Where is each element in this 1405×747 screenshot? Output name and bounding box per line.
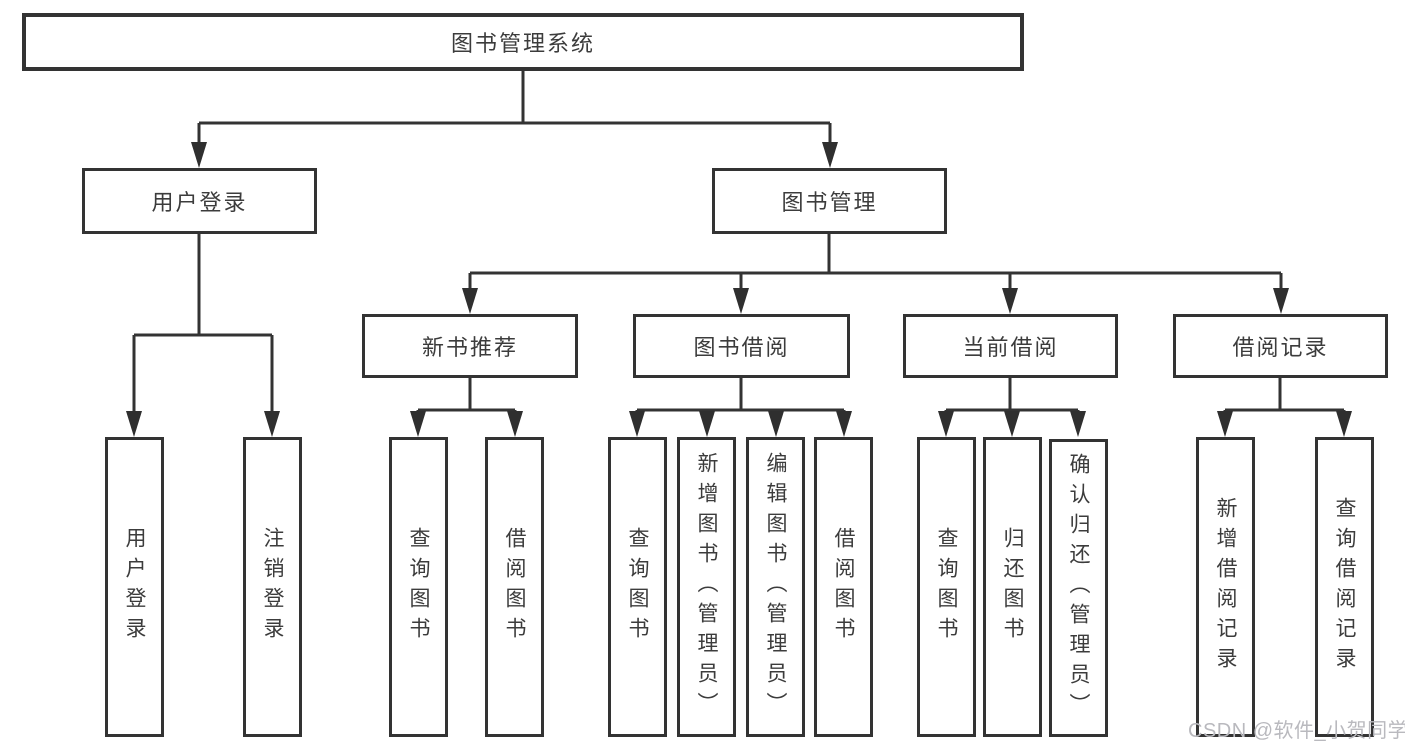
leaf-nbr-query-books: 查询图书 [389,437,448,737]
node-book-borrow-label: 图书借阅 [693,335,790,360]
node-user-login-label: 用户登录 [151,190,248,215]
node-book-management: 图书管理 [712,168,947,234]
node-new-book-recommend: 新书推荐 [362,314,578,378]
leaf-bb-borrow-books: 借阅图书 [814,437,873,737]
node-book-management-label: 图书管理 [781,190,878,215]
leaf-user-login-label: 用户登录 [123,527,146,647]
leaf-bb-query-books-label: 查询图书 [626,527,649,647]
leaf-bb-add-books-label: 新增图书（管理员） [695,452,718,722]
leaf-bb-add-books: 新增图书（管理员） [677,437,736,737]
leaf-br-add-record-label: 新增借阅记录 [1214,497,1237,677]
connector-root-to-level2 [197,71,832,146]
connector-borrow-records-to-leaves [1223,378,1346,416]
node-current-borrow: 当前借阅 [903,314,1118,378]
leaf-user-login: 用户登录 [105,437,164,737]
csdn-watermark: CSDN @软件_小贺同学 [1188,720,1405,742]
node-user-login: 用户登录 [82,168,317,234]
leaf-bb-borrow-books-label: 借阅图书 [832,527,855,647]
node-borrow-records-label: 借阅记录 [1232,335,1329,360]
leaf-br-query-record: 查询借阅记录 [1315,437,1374,737]
leaf-cb-return-books: 归还图书 [983,437,1042,737]
leaf-nbr-borrow-books: 借阅图书 [485,437,544,737]
leaf-bb-edit-books: 编辑图书（管理员） [746,437,805,737]
node-book-borrow: 图书借阅 [633,314,850,378]
leaf-logout-label: 注销登录 [261,527,284,647]
node-root-system-label: 图书管理系统 [450,31,595,56]
leaf-br-query-record-label: 查询借阅记录 [1333,497,1356,677]
connector-book-management-to-level3 [468,234,1283,292]
connector-book-borrow-to-leaves [635,378,846,416]
leaf-logout: 注销登录 [243,437,302,737]
connector-new-book-recommend-to-leaves [416,378,517,416]
node-borrow-records: 借阅记录 [1173,314,1388,378]
arrowheads [126,142,1352,437]
node-root-system: 图书管理系统 [22,13,1024,71]
leaf-bb-edit-books-label: 编辑图书（管理员） [764,452,787,722]
leaf-cb-confirm-return: 确认归还（管理员） [1049,439,1108,737]
leaf-cb-return-books-label: 归还图书 [1001,527,1024,647]
leaf-cb-query-books-label: 查询图书 [935,527,958,647]
leaf-bb-query-books: 查询图书 [608,437,667,737]
leaf-nbr-borrow-books-label: 借阅图书 [503,527,526,647]
node-current-borrow-label: 当前借阅 [962,335,1059,360]
node-new-book-recommend-label: 新书推荐 [421,335,518,360]
leaf-br-add-record: 新增借阅记录 [1196,437,1255,737]
leaf-cb-confirm-return-label: 确认归还（管理员） [1067,453,1090,723]
connector-current-borrow-to-leaves [944,378,1080,416]
leaf-nbr-query-books-label: 查询图书 [407,527,430,647]
connector-user-login-to-leaves [132,234,274,415]
leaf-cb-query-books: 查询图书 [917,437,976,737]
